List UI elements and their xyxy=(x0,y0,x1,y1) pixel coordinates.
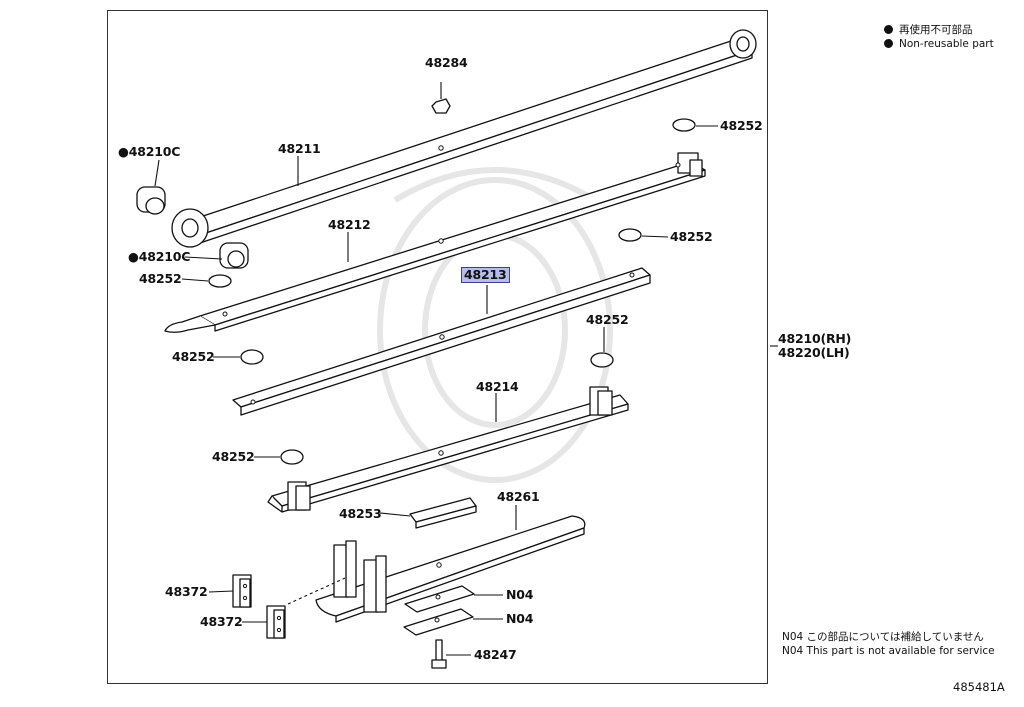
cap-48252-e[interactable] xyxy=(590,352,614,368)
label-48253[interactable]: 48253 xyxy=(339,506,382,521)
filled-dot-icon xyxy=(884,25,893,34)
label-48211[interactable]: 48211 xyxy=(278,141,321,156)
plate-N04-lower[interactable] xyxy=(403,608,474,636)
cap-48252-b[interactable] xyxy=(618,228,642,242)
cap-48252-f[interactable] xyxy=(280,449,304,465)
label-48213[interactable]: 48213 xyxy=(461,267,510,283)
plate-N04-upper[interactable] xyxy=(404,585,475,613)
label-48252-f[interactable]: 48252 xyxy=(212,449,255,464)
label-48252-e[interactable]: 48252 xyxy=(172,349,215,364)
main-leaf-48211[interactable] xyxy=(171,29,757,248)
label-N04-b[interactable]: N04 xyxy=(506,611,534,626)
legend-row-en: Non-reusable part xyxy=(884,38,994,50)
label-48252-a[interactable]: 48252 xyxy=(720,118,763,133)
clip-48372-upper[interactable] xyxy=(232,574,252,608)
bushing-48210C-lower[interactable] xyxy=(219,242,249,269)
nut-48284[interactable] xyxy=(431,82,451,114)
label-48372-b[interactable]: 48372 xyxy=(200,614,243,629)
label-48252-b[interactable]: 48252 xyxy=(670,229,713,244)
legend-text-jp: 再使用不可部品 xyxy=(899,24,973,36)
label-48247[interactable]: 48247 xyxy=(474,647,517,662)
label-48252-c[interactable]: 48252 xyxy=(139,271,182,286)
filled-dot-icon xyxy=(884,39,893,48)
label-48261[interactable]: 48261 xyxy=(497,489,540,504)
label-48252-d[interactable]: 48252 xyxy=(586,312,629,327)
clip-48372-lower[interactable] xyxy=(266,605,286,639)
leaf-48261[interactable] xyxy=(315,515,586,623)
cap-48252-d[interactable] xyxy=(240,349,264,365)
label-48210C-b[interactable]: ●48210C xyxy=(128,249,191,264)
leaf-48214[interactable] xyxy=(267,386,629,513)
diagram-id: 485481A xyxy=(953,680,1005,694)
legend-row-jp: 再使用不可部品 xyxy=(884,22,973,37)
label-48210-rh[interactable]: 48210(RH) xyxy=(778,331,852,346)
diagram-frame xyxy=(107,10,768,684)
note-jp: N04 この部品については補給していません xyxy=(782,631,984,643)
pad-48253[interactable] xyxy=(409,497,477,529)
label-48220-lh[interactable]: 48220(LH) xyxy=(778,345,850,360)
label-48212[interactable]: 48212 xyxy=(328,217,371,232)
leaf-48212[interactable] xyxy=(164,152,706,333)
label-48372-a[interactable]: 48372 xyxy=(165,584,208,599)
label-48210C-a[interactable]: ●48210C xyxy=(118,144,181,159)
leader-lines xyxy=(154,125,778,656)
cap-48252-c[interactable] xyxy=(208,274,232,288)
cap-48252-a[interactable] xyxy=(672,118,696,132)
label-48214[interactable]: 48214 xyxy=(476,379,519,394)
bushing-48210C-upper[interactable] xyxy=(136,186,166,215)
note-en: N04 This part is not available for servi… xyxy=(782,645,995,657)
label-N04-a[interactable]: N04 xyxy=(506,587,534,602)
leaf-48213[interactable] xyxy=(232,267,651,416)
label-48284[interactable]: 48284 xyxy=(425,55,468,70)
bolt-48247[interactable] xyxy=(431,639,447,669)
legend-text-en: Non-reusable part xyxy=(899,38,994,50)
